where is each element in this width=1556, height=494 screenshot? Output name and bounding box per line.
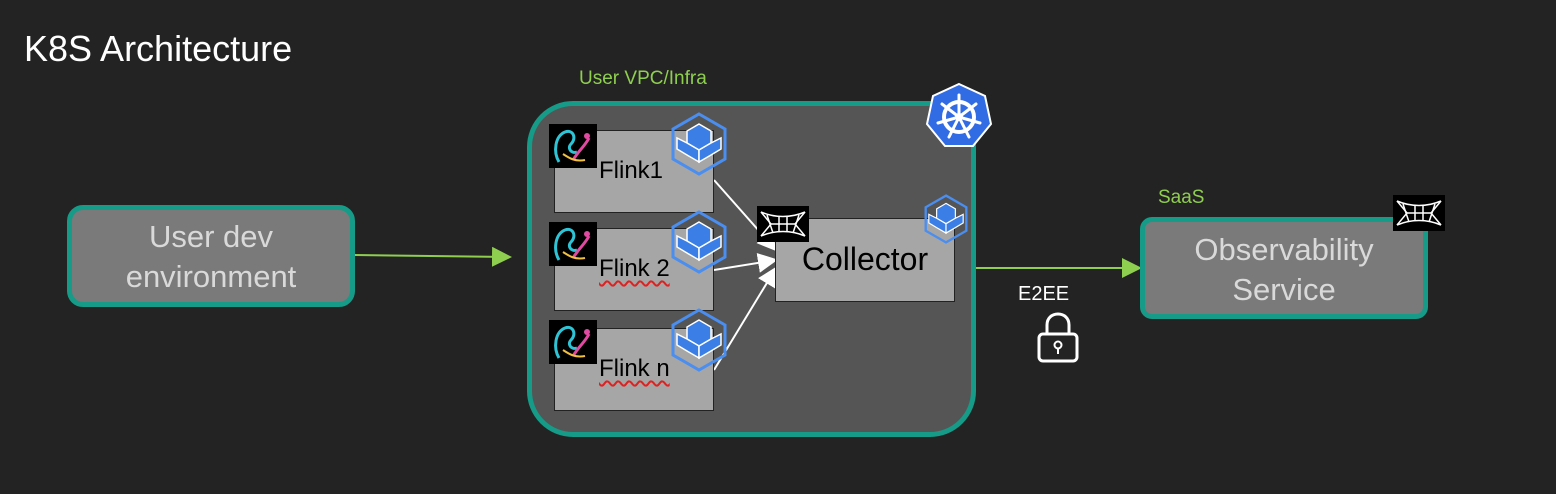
e2ee-label: E2EE — [1018, 283, 1070, 305]
page-title: K8S Architecture — [24, 28, 293, 69]
kubernetes-icon — [925, 82, 993, 147]
lock-icon — [1037, 312, 1079, 363]
user-dev-line1: User dev — [148, 219, 274, 254]
observability-service-box: Observability Service — [1140, 217, 1428, 319]
collector-label: Collector — [801, 241, 929, 277]
arrow-dev-to-vpc — [354, 246, 512, 267]
observability-line1: Observability — [1194, 232, 1374, 267]
prism-logo-icon — [757, 206, 809, 242]
prism-logo-icon — [1393, 195, 1445, 231]
user-dev-environment-box: User dev environment — [67, 205, 355, 307]
saas-label: SaaS — [1158, 187, 1205, 208]
user-dev-line2: environment — [125, 259, 297, 294]
observability-line2: Service — [1232, 272, 1336, 307]
squirrel-logo-icon — [549, 320, 597, 364]
flink-label: Flink1 — [599, 157, 664, 184]
squirrel-logo-icon — [549, 222, 597, 266]
arrow-flink2-to-collector — [713, 252, 778, 273]
blue-cube-icon — [671, 210, 727, 274]
blue-cube-icon — [671, 112, 727, 176]
blue-cube-icon — [671, 308, 727, 372]
flink-label: Flink n — [599, 355, 670, 382]
flink-label: Flink 2 — [599, 255, 670, 282]
user-vpc-label: User VPC/Infra — [579, 68, 707, 89]
blue-cube-icon — [924, 194, 968, 244]
squirrel-logo-icon — [549, 124, 597, 168]
